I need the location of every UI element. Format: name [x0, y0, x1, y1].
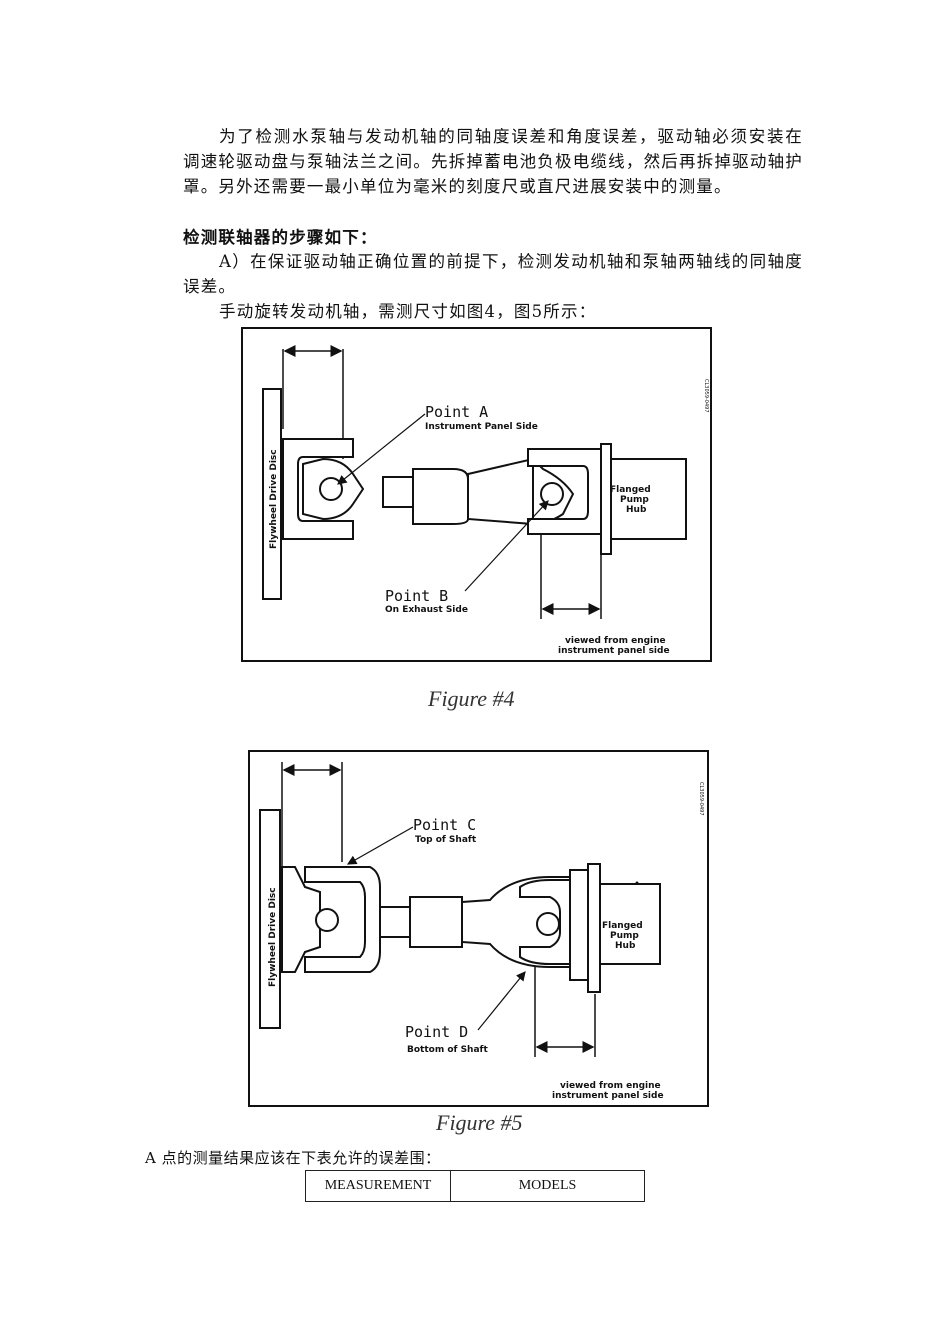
- right-pivot: [536, 912, 560, 936]
- right-yoke: [519, 879, 571, 965]
- figure-4-diagram: Flywheel Drive Disc Flanged Pump Hub Poi…: [241, 327, 712, 662]
- point-d-leader: [477, 971, 526, 1031]
- shaft-sleeve: [412, 468, 469, 525]
- step-a-paragraph: A）在保证驱动轴正确位置的前提下，检测发动机轴和泵轴两轴线的同轴度误差。: [183, 252, 803, 296]
- left-flange: [281, 866, 321, 973]
- shaft-stub: [379, 906, 411, 938]
- flywheel-disc: [259, 809, 281, 1029]
- tolerance-note: A 点的测量结果应该在下表允许的误差围：: [145, 1149, 441, 1167]
- left-yoke: [304, 866, 381, 973]
- pump-flange: [587, 863, 601, 993]
- hub-label-1: Flanged: [602, 921, 643, 931]
- point-a-pivot: [319, 477, 343, 501]
- point-d-subtitle: Bottom of Shaft: [407, 1045, 488, 1055]
- shaft-tube: [467, 457, 534, 526]
- disc-label: Flywheel Drive Disc: [269, 449, 279, 549]
- header-measurement: MEASUREMENT: [305, 1170, 451, 1202]
- viewed-note-2: instrument panel side: [552, 1091, 664, 1101]
- point-c-title: Point C: [413, 816, 476, 834]
- viewed-note-1: viewed from engine: [560, 1081, 661, 1091]
- viewed-note-2: instrument panel side: [558, 646, 670, 656]
- hub-label-3: Hub: [626, 505, 647, 515]
- flywheel-disc: [262, 388, 282, 600]
- disc-label: Flywheel Drive Disc: [268, 887, 278, 987]
- point-c-subtitle: Top of Shaft: [415, 835, 477, 845]
- intro-paragraph: 为了检测水泵轴与发动机轴的同轴度误差和角度误差，驱动轴必须安装在调速轮驱动盘与泵…: [183, 127, 803, 196]
- header-models: MODELS: [450, 1170, 645, 1202]
- hub-label-1: Flanged: [610, 485, 651, 495]
- figure-5-caption: Figure #5: [436, 1110, 523, 1135]
- point-a-leader: [337, 413, 426, 485]
- steps-heading: 检测联轴器的步骤如下：: [183, 228, 378, 247]
- hub-label-2: Pump: [610, 931, 639, 941]
- point-b-title: Point B: [385, 587, 448, 605]
- pump-hub: [610, 458, 687, 540]
- figure-code: CL3059-0497: [703, 379, 709, 413]
- point-d-title: Point D: [405, 1023, 468, 1041]
- point-c-leader: [346, 826, 414, 865]
- figure-5-svg: Flywheel Drive Disc Flanged Pump Hub Poi…: [259, 762, 704, 1101]
- right-yoke: [527, 448, 604, 535]
- figure-5-diagram: Flywheel Drive Disc Flanged Pump Hub Poi…: [248, 750, 709, 1107]
- tolerance-table: MEASUREMENT MODELS: [305, 1170, 645, 1202]
- pump-hub: [599, 883, 661, 965]
- viewed-note-1: viewed from engine: [565, 636, 666, 646]
- figure-4-caption: Figure #4: [428, 686, 515, 711]
- shaft-sleeve: [409, 896, 463, 948]
- figure-4-svg: Flywheel Drive Disc Flanged Pump Hub Poi…: [262, 345, 709, 656]
- point-b-subtitle: On Exhaust Side: [385, 605, 468, 615]
- left-yoke: [282, 438, 354, 540]
- rotate-paragraph: 手动旋转发动机轴，需测尺寸如图4，图5所示：: [219, 302, 597, 321]
- shaft-stub: [382, 476, 414, 508]
- pump-flange: [600, 443, 612, 555]
- table-header-row: MEASUREMENT MODELS: [305, 1170, 645, 1202]
- point-b-leader: [464, 500, 549, 592]
- point-a-title: Point A: [425, 403, 488, 421]
- figure-code: CL3059-0497: [698, 782, 704, 816]
- hub-label-2: Pump: [620, 495, 649, 505]
- left-pivot: [315, 908, 339, 932]
- point-a-subtitle: Instrument Panel Side: [425, 422, 538, 432]
- hub-label-3: Hub: [615, 941, 636, 951]
- point-b-pivot: [540, 482, 564, 506]
